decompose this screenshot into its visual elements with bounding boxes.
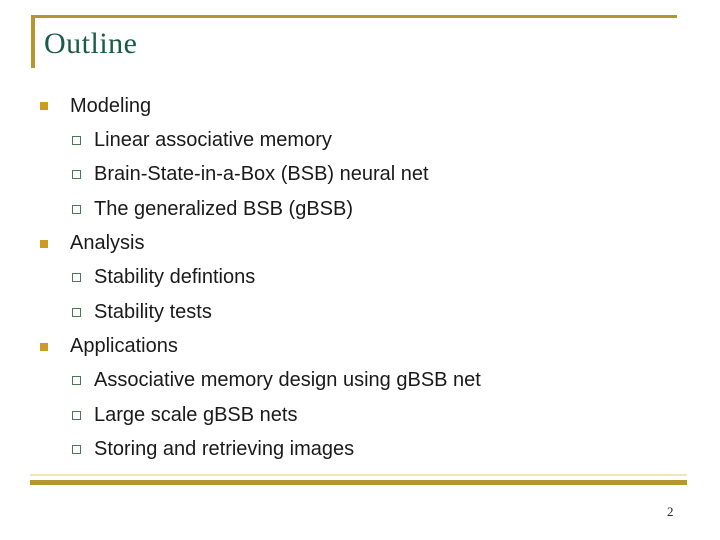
outlined-square-bullet-icon [72, 410, 81, 420]
list-item: Stability defintions [40, 261, 690, 295]
filled-square-bullet-icon [40, 239, 48, 248]
filled-square-bullet-icon [40, 102, 48, 111]
outlined-square-bullet-icon [72, 204, 81, 214]
list-item-text: Modeling [70, 94, 152, 117]
footer-accent-line-thick [30, 480, 687, 485]
list-item-text: Linear associative memory [94, 129, 332, 152]
outlined-square-bullet-icon [72, 307, 81, 317]
list-item-text: The generalized BSB (gBSB) [94, 197, 354, 220]
list-item-text: Associative memory design using gBSB net [94, 369, 481, 392]
list-item: Stability tests [40, 295, 690, 329]
list-item: Modeling [40, 89, 690, 123]
list-item: Associative memory design using gBSB net [40, 364, 690, 398]
title-accent-bar [31, 15, 35, 68]
list-item: Brain-State-in-a-Box (BSB) neural net [40, 158, 690, 192]
outlined-square-bullet-icon [72, 136, 81, 146]
list-item-text: Storing and retrieving images [94, 438, 355, 461]
list-item: Large scale gBSB nets [40, 398, 690, 432]
list-item-text: Stability tests [94, 300, 212, 323]
list-item-text: Applications [70, 335, 178, 358]
list-item: Storing and retrieving images [40, 432, 690, 466]
list-item-text: Brain-State-in-a-Box (BSB) neural net [94, 163, 429, 186]
list-item: Analysis [40, 226, 690, 260]
filled-square-bullet-icon [40, 342, 48, 351]
outlined-square-bullet-icon [72, 376, 81, 386]
list-item-text: Large scale gBSB nets [94, 403, 298, 426]
list-item: Linear associative memory [40, 123, 690, 157]
top-accent-line [31, 15, 677, 18]
list-item: The generalized BSB (gBSB) [40, 192, 690, 226]
outlined-square-bullet-icon [72, 445, 81, 455]
list-item-text: Stability defintions [94, 266, 256, 289]
page-number: 2 [667, 504, 674, 519]
list-item-text: Analysis [70, 232, 145, 255]
footer-accent-line-thin [30, 474, 687, 476]
list-item: Applications [40, 329, 690, 363]
outlined-square-bullet-icon [72, 273, 81, 283]
outlined-square-bullet-icon [72, 170, 81, 180]
slide-title: Outline [44, 27, 138, 60]
